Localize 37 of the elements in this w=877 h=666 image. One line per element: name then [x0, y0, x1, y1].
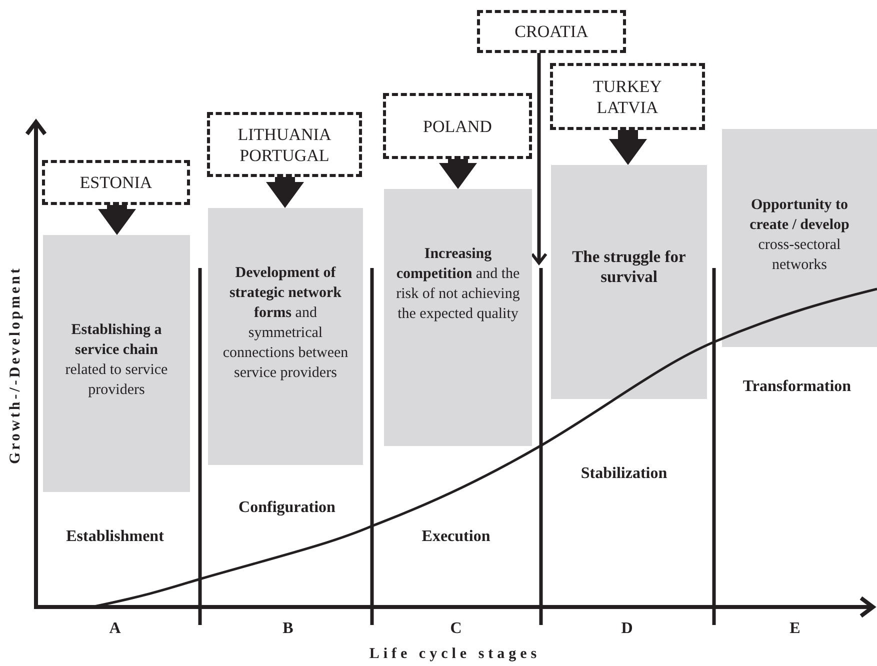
stage-panel: [208, 208, 363, 465]
stage-letter: A: [109, 620, 121, 638]
stage-name: Configuration: [238, 499, 336, 517]
stage-panel: [43, 235, 190, 492]
block-arrow: [266, 177, 304, 208]
stage-letter: C: [450, 620, 462, 638]
country-name: CROATIA: [514, 21, 588, 42]
country-name: LITHUANIA PORTUGAL: [236, 124, 332, 166]
country-box: [383, 93, 532, 159]
stage-description: Establishing a service chain related to service providers: [64, 321, 169, 400]
arrow: [530, 53, 548, 264]
block-arrow: [439, 159, 477, 189]
country-name: TURKEY LATVIA: [592, 76, 663, 118]
country-box: [207, 112, 362, 177]
stage-name: Execution: [422, 528, 490, 546]
stage-name: Stabilization: [580, 465, 668, 483]
stage-description: Development of strategic network forms and symmetrical connections between service providers: [222, 264, 350, 383]
stage-name: Transformation: [742, 378, 852, 396]
stage-letter: E: [790, 620, 800, 638]
country-box: [477, 10, 626, 53]
stage-name: Establishment: [66, 528, 164, 546]
stage-panel: [551, 165, 707, 399]
country-name: POLAND: [423, 116, 492, 136]
country-box: [550, 63, 705, 130]
stage-letter: B: [282, 620, 294, 638]
country-box: [42, 160, 190, 205]
axis-title: Growth-/-Development: [8, 266, 24, 464]
stage-description: Increasing competition and the risk of not achieving the expected quality: [395, 245, 521, 324]
axis-title: Life cycle stages: [369, 646, 541, 663]
block-arrow: [609, 130, 647, 165]
country-name: ESTONIA: [80, 172, 152, 193]
stage-panel: [384, 189, 532, 446]
block-arrow: [98, 205, 136, 235]
stage-description: The struggle for survival: [571, 247, 687, 287]
stage-description: Opportunity to create / develop cross-sectoral networks: [748, 196, 850, 275]
stage-panel: [722, 129, 877, 347]
stage-letter: D: [621, 620, 633, 638]
